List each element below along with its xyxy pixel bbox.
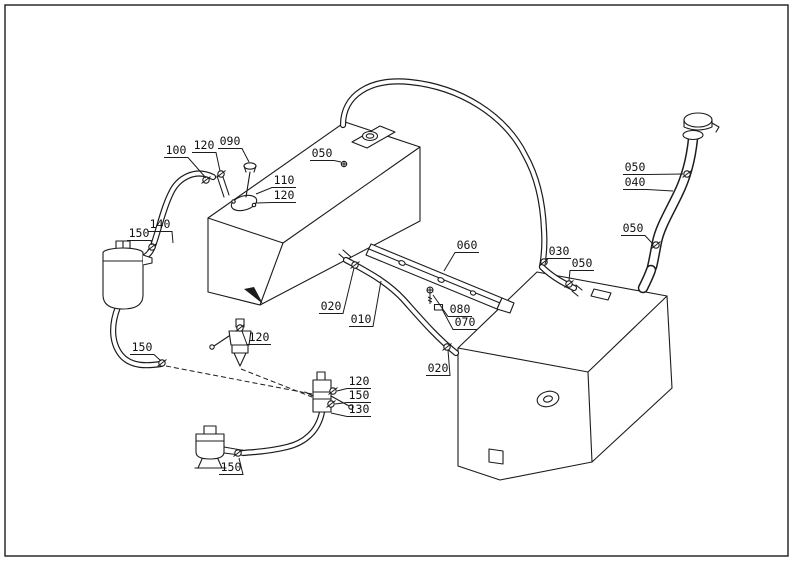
callout-label: 080	[450, 302, 471, 316]
return-hose-130	[239, 408, 326, 457]
callout-leader	[426, 349, 451, 376]
filler-plate	[351, 125, 396, 149]
callout-label: 100	[166, 143, 187, 157]
clamp-icon	[201, 176, 211, 184]
callout-leader	[441, 308, 477, 330]
callout-leader	[443, 252, 479, 272]
tank-shadow	[244, 287, 263, 304]
callout-label: 150	[132, 340, 153, 354]
callout-label: 150	[129, 226, 150, 240]
callout-labels: 100 120 090 050 110 120 150 140 060 030 …	[129, 134, 646, 474]
gauge-hole	[536, 390, 560, 408]
callout-leader	[319, 267, 355, 314]
clamp-icon	[442, 343, 452, 351]
callout-label: 050	[572, 256, 593, 270]
tank-connecting-hose-010	[338, 249, 460, 357]
callout-leader	[241, 330, 271, 345]
bolt-icon	[340, 160, 348, 168]
callout-leader	[255, 187, 296, 195]
clamp-icon	[539, 258, 549, 266]
callout-leader	[349, 280, 382, 327]
clamp-icon	[350, 261, 360, 269]
callout-label: 150	[221, 460, 242, 474]
callout-label: 010	[351, 312, 372, 326]
callout-leader	[432, 294, 472, 317]
crossover-hose	[339, 78, 548, 271]
clamp-icon	[651, 241, 661, 249]
callout-leader	[255, 202, 296, 204]
fuel-cock-2	[304, 371, 354, 413]
fuel-line-route	[165, 365, 313, 395]
filler-neck	[637, 112, 720, 294]
fuel-filter	[102, 240, 153, 310]
tank-top-plate	[590, 288, 612, 301]
lever-knob	[209, 344, 215, 350]
callout-leader	[192, 152, 221, 172]
callout-leader	[148, 231, 174, 244]
callout-leader	[623, 173, 684, 175]
callout-label: 050	[625, 160, 646, 174]
callout-leader	[330, 412, 371, 417]
callout-label: 050	[312, 146, 333, 160]
callout-label: 030	[549, 244, 570, 258]
tank-cap	[243, 162, 257, 173]
callout-label: 150	[349, 388, 370, 402]
screw-icon	[426, 286, 434, 304]
callout-label: 120	[274, 188, 295, 202]
callout-leader	[310, 160, 342, 163]
clamp-icon	[157, 359, 167, 367]
callout-label: 140	[150, 217, 171, 231]
callout-label: 020	[321, 299, 342, 313]
callout-leader	[334, 402, 371, 405]
clamp-icon	[326, 400, 336, 408]
right-fuel-tank-drawing	[457, 271, 673, 481]
mounting-bracket	[365, 243, 515, 314]
gauge-rod	[245, 171, 251, 198]
callout-leader	[623, 189, 674, 192]
callout-label: 040	[625, 175, 646, 189]
clamp-icon	[328, 387, 338, 395]
callout-label: 060	[457, 238, 478, 252]
callout-leader	[568, 270, 594, 282]
tank-inlet-stub	[216, 173, 230, 198]
clamp-icon	[233, 449, 243, 457]
callout-leader	[218, 148, 250, 163]
callout-label: 070	[455, 315, 476, 329]
callout-label: 020	[428, 361, 449, 375]
clamp-icon	[682, 170, 692, 178]
callout-label: 120	[194, 138, 215, 152]
callout-label: 050	[623, 221, 644, 235]
callout-label: 090	[220, 134, 241, 148]
callout-leaders	[127, 148, 684, 475]
lever-knob	[348, 404, 354, 410]
callout-leader	[544, 258, 571, 265]
sender-cover	[230, 194, 258, 212]
fuel-line-route	[240, 368, 313, 398]
callout-leader	[127, 240, 153, 246]
callout-leader	[621, 235, 653, 244]
filter-to-pump-hose	[110, 303, 165, 369]
callout-label: 120	[349, 374, 370, 388]
callout-leader	[130, 354, 162, 362]
callout-label: 110	[274, 173, 295, 187]
clamp-icon	[235, 324, 245, 332]
callout-leader	[336, 388, 371, 392]
tank-step	[488, 448, 504, 465]
hose-clamps	[147, 170, 692, 457]
clamp-icon	[216, 170, 226, 178]
clamp-icon	[564, 280, 574, 288]
callout-leader	[219, 457, 244, 475]
callout-label: 120	[249, 330, 270, 344]
callout-leader	[164, 157, 207, 179]
filler-cap	[683, 112, 720, 133]
callout-label: 130	[349, 402, 370, 416]
